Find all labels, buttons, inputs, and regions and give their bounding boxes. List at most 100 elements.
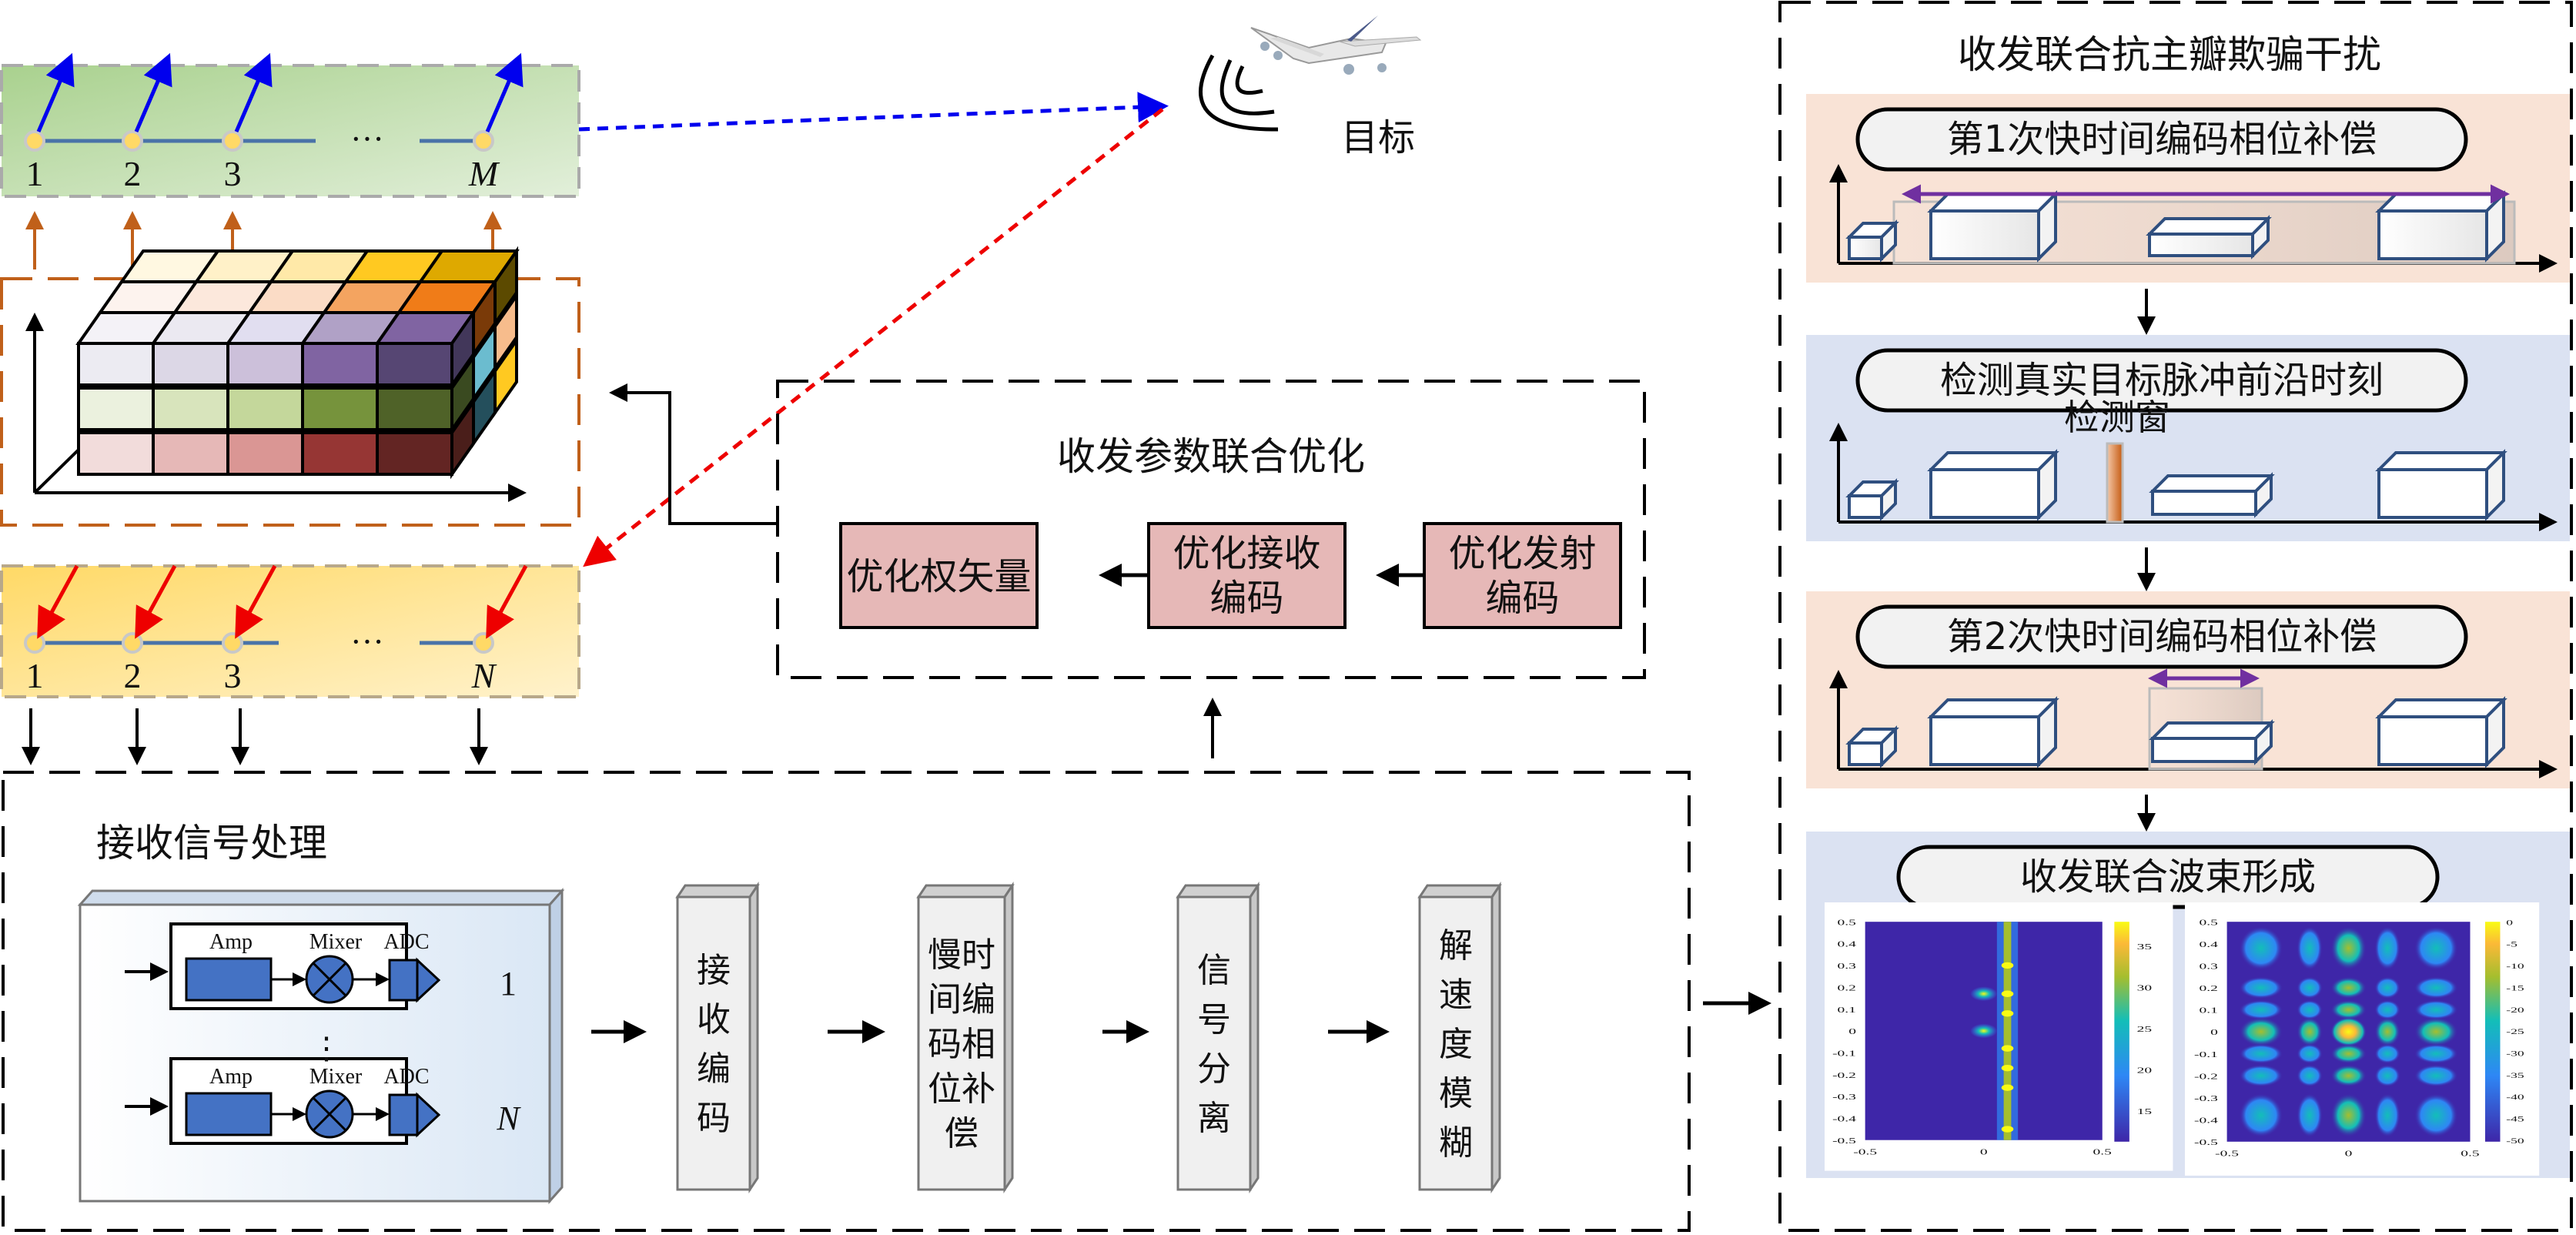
- channel-index: N: [496, 1099, 521, 1137]
- cube-cell: [301, 431, 379, 476]
- colorbar-tick: -30: [2506, 1049, 2524, 1058]
- y-tick-label: 0.1: [2200, 1006, 2218, 1015]
- array-element-label: 2: [124, 154, 142, 193]
- stage-pill: [1855, 348, 2468, 413]
- stage-label: 收发联合波束形成: [2020, 855, 2316, 899]
- y-tick-label: 0.3: [2200, 962, 2219, 971]
- signal-pulse-box: [1845, 478, 1899, 521]
- beam-lobe: [2374, 1064, 2400, 1087]
- beam-lobe: [2239, 1093, 2283, 1137]
- signal-pulse-box: [2375, 190, 2507, 263]
- ridge-peak: [2001, 1064, 2014, 1072]
- airplane-icon: [1250, 15, 1422, 75]
- signal-pulse-box: [1927, 190, 2059, 263]
- mixer-label: Mixer: [309, 930, 363, 954]
- rx-ellipsis: ···: [350, 623, 384, 661]
- signal-pulse-box: [1845, 219, 1899, 263]
- array-element-label: M: [468, 154, 500, 193]
- anti-jamming-box: [1778, 1, 2573, 1232]
- colorbar-tick: -10: [2506, 962, 2524, 971]
- optimization-step-label: 优化接收: [1173, 532, 1320, 575]
- adc-label: ADC: [383, 1065, 429, 1089]
- ridge-peak: [2001, 990, 2014, 997]
- x-tick-label: 0.5: [2093, 1148, 2113, 1156]
- processing-step-label: 糊: [1439, 1123, 1473, 1163]
- beam-lobe: [2239, 999, 2283, 1020]
- y-tick-label: -0.5: [2194, 1138, 2218, 1146]
- cube-cell: [301, 342, 379, 387]
- processing-step-label: 偿: [945, 1114, 979, 1153]
- y-tick-label: 0.2: [1838, 984, 1856, 992]
- processing-step-label: 模: [1439, 1074, 1473, 1113]
- processing-step-label: 速: [1439, 976, 1473, 1015]
- x-tick-label: -0.5: [2215, 1150, 2239, 1158]
- array-element: [122, 632, 143, 654]
- beam-lobe: [2414, 1093, 2458, 1137]
- signal-pulse-box: [2375, 449, 2507, 521]
- beam-lobe: [2239, 1017, 2283, 1046]
- side-spot: [1970, 986, 1998, 1002]
- beam-lobe: [2297, 1017, 2323, 1046]
- y-tick-label: -0.2: [1832, 1071, 1856, 1079]
- beam-lobe: [2239, 926, 2283, 970]
- anti-jamming-panel: 收发联合抗主瓣欺骗干扰 第1次快时间编码相位补偿检测真实目标脉冲前沿时刻检测窗第…: [1778, 1, 2573, 1232]
- colorbar-tick: 20: [2137, 1066, 2153, 1075]
- signal-pulse-box: [1927, 449, 2059, 521]
- signal-pulse-box: [2375, 696, 2507, 768]
- beam-lobe: [2330, 1093, 2367, 1137]
- amp-label: Amp: [209, 930, 253, 954]
- colorbar-tick: -25: [2506, 1028, 2524, 1036]
- colorbar-1: [2114, 922, 2129, 1142]
- signal-pulse-box: [1927, 696, 2059, 768]
- ridge-peak: [2001, 962, 2014, 969]
- y-tick-label: 0.2: [2200, 984, 2218, 992]
- y-tick-label: 0.1: [1838, 1006, 1856, 1014]
- array-element: [473, 130, 494, 152]
- target-label: 目标: [1341, 116, 1415, 159]
- y-tick-label: -0.1: [1832, 1049, 1856, 1058]
- colorbar-tick: -40: [2506, 1093, 2524, 1102]
- processing-step-label: 码相: [928, 1025, 995, 1064]
- detection-window: [2106, 442, 2124, 524]
- optimization-step-label: 编码: [1209, 577, 1283, 620]
- stage-pill: [1855, 107, 2468, 172]
- array-element: [24, 130, 45, 152]
- cube-cell: [301, 387, 379, 431]
- y-tick-label: 0.3: [1838, 962, 1857, 970]
- beampattern-charts: 35302520150.50.40.30.20.10-0.1-0.2-0.3-0…: [1825, 902, 2540, 1176]
- array-element-label: 2: [124, 656, 142, 695]
- colorbar-tick: 35: [2137, 942, 2153, 951]
- cube-cell: [226, 342, 304, 387]
- array-element: [473, 632, 494, 654]
- processing-step-label: 离: [1197, 1099, 1231, 1138]
- cube-cell: [77, 342, 155, 387]
- ridge-line: [2003, 922, 2012, 1140]
- x-tick-label: 0: [1980, 1148, 1988, 1156]
- cube-cell: [493, 290, 518, 373]
- array-element: [24, 632, 45, 654]
- processing-step-label: 分: [1197, 1049, 1231, 1089]
- processing-step-label: 慢时: [928, 935, 995, 975]
- cube-cell: [226, 431, 304, 476]
- cube-cell: [376, 387, 453, 431]
- optimization-box: [776, 380, 1646, 679]
- array-element-label: 1: [26, 656, 44, 695]
- y-tick-label: -0.4: [2194, 1116, 2218, 1125]
- cube-cell: [152, 431, 229, 476]
- optimization-step-label: 优化发射: [1448, 532, 1596, 575]
- beam-lobe: [2414, 926, 2458, 970]
- beam-lobe: [2374, 1093, 2400, 1137]
- beam-lobe: [2414, 1043, 2458, 1064]
- amp-label: Amp: [209, 1065, 253, 1089]
- rx-arrow: [235, 564, 277, 639]
